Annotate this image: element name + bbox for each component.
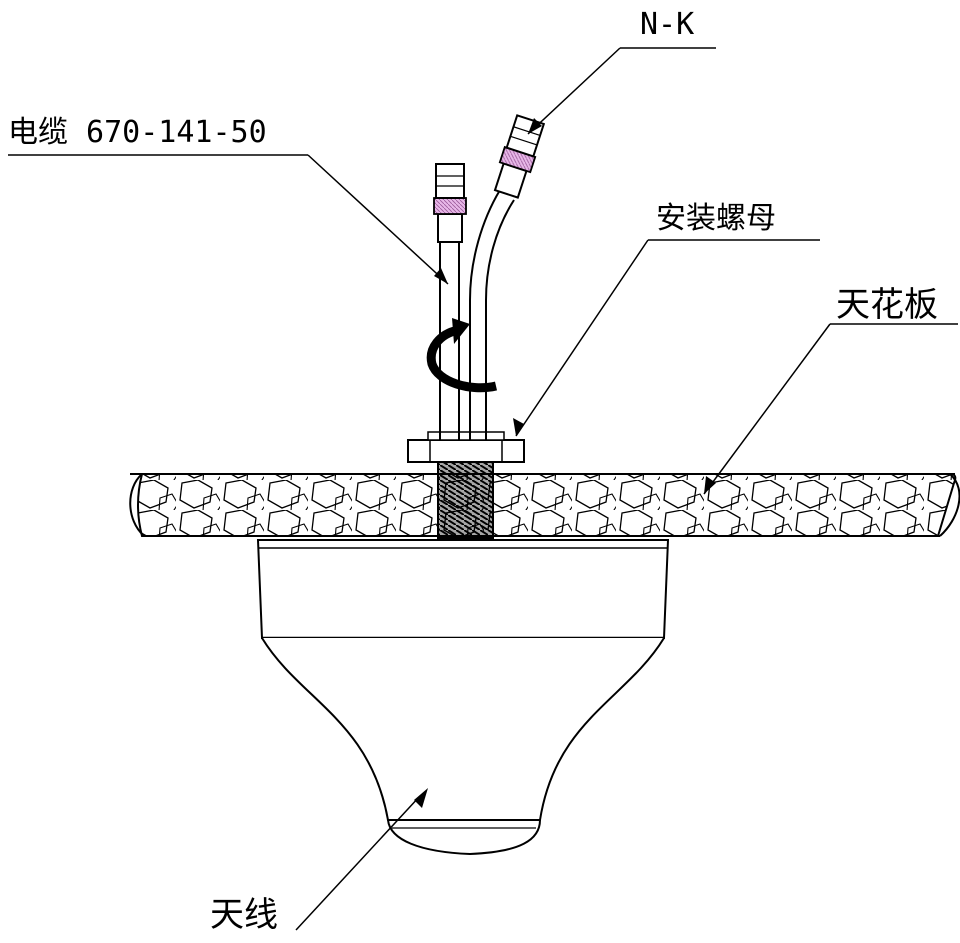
cable-right (469, 114, 546, 440)
ceiling-board (129, 473, 960, 537)
threaded-stud (437, 461, 494, 539)
mounting-nut-label: 安装螺母 (656, 201, 776, 236)
mounting-nut (407, 431, 525, 463)
ceiling-label: 天花板 (836, 285, 938, 325)
leader-arrowheads (414, 118, 716, 808)
rotation-arrow-icon (426, 318, 498, 393)
connector-nk-label: N-K (640, 7, 695, 42)
cable-left (433, 163, 467, 440)
antenna-body (256, 539, 670, 856)
antenna-label: 天线 (210, 895, 278, 935)
cable-label: 电缆 670-141-50 (8, 115, 267, 150)
leader-lines (8, 47, 958, 931)
